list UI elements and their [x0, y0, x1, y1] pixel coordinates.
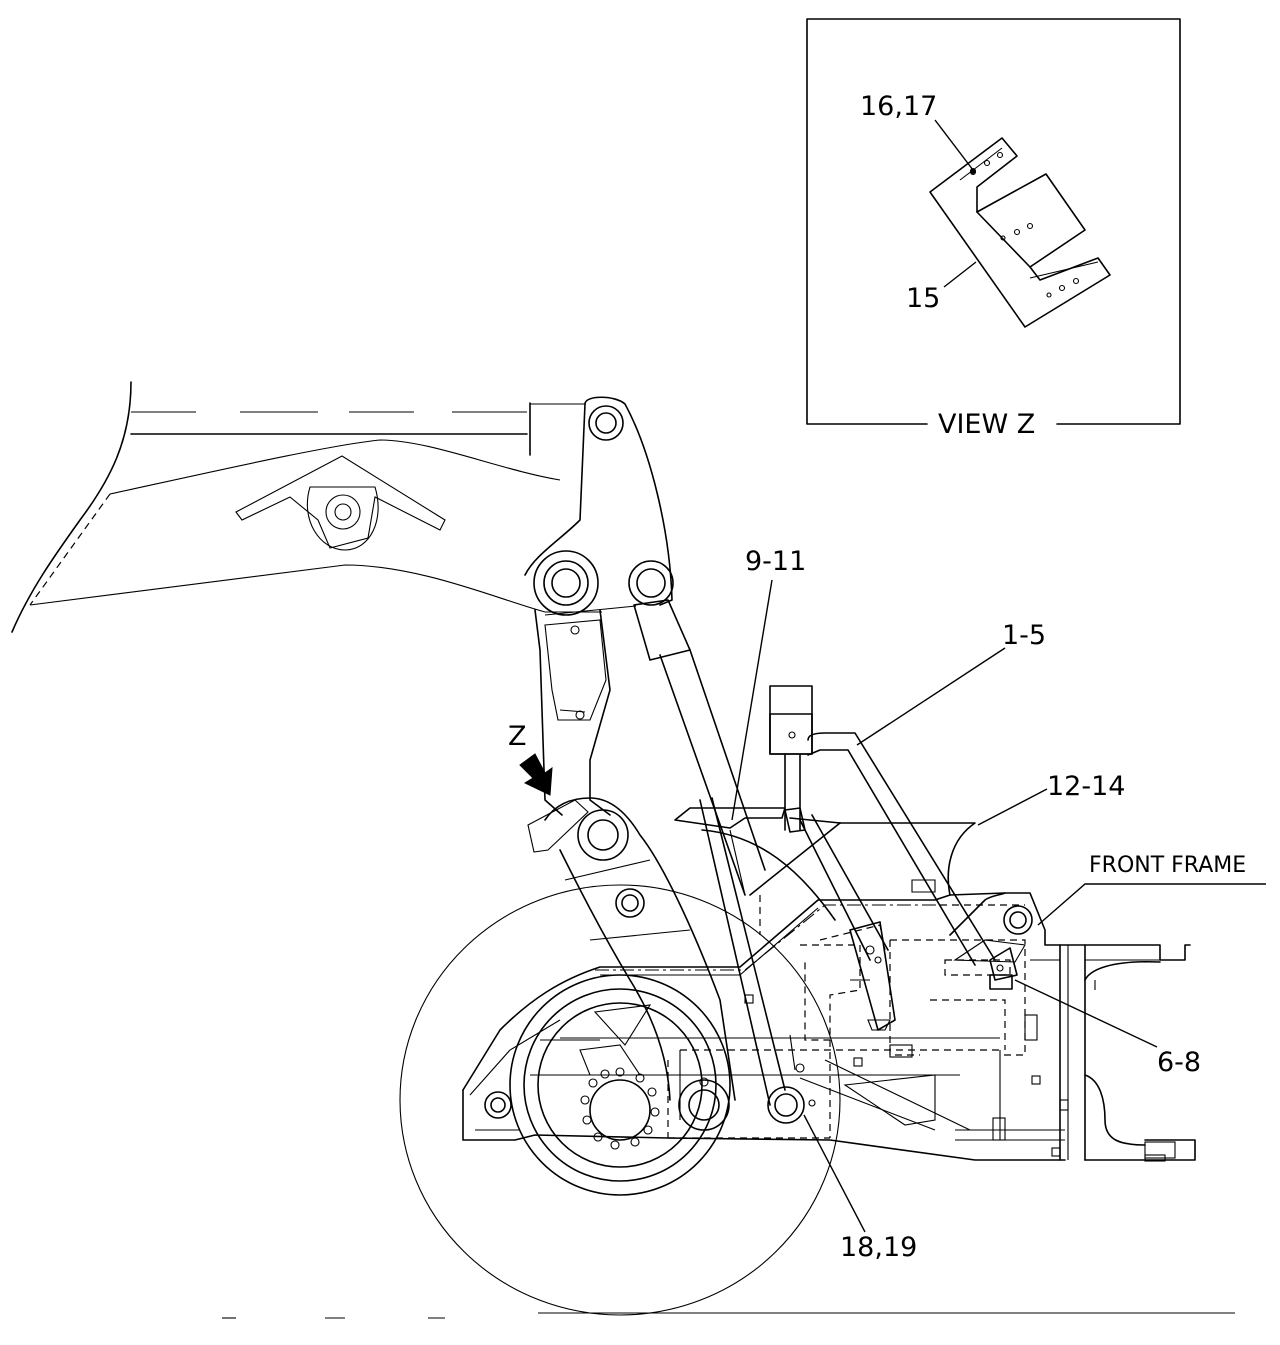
z-arrow-label: Z: [508, 721, 527, 752]
view-z-title: VIEW Z: [938, 409, 1035, 440]
view-z-inset: VIEW Z 16,17 15: [806, 18, 1181, 440]
callout-15: 15: [906, 283, 940, 314]
callouts: 9-11 1-5 12-14 FRONT FRAME 6-8 18,19: [731, 546, 1266, 1263]
leader-18-19: [803, 1114, 866, 1233]
z-arrow-icon: [519, 753, 553, 796]
leader-16-17: [934, 119, 974, 171]
callout-1-5: 1-5: [1002, 620, 1046, 651]
leader-1-5: [856, 647, 1006, 746]
callout-9-11: 9-11: [745, 546, 806, 577]
leader-15: [943, 261, 977, 288]
callout-12-14: 12-14: [1047, 771, 1125, 802]
z-view-arrow: Z: [508, 721, 553, 796]
lift-arm-lower: [527, 797, 736, 1101]
leader-16-17-dot: [970, 168, 976, 174]
front-frame-body: [462, 685, 1196, 1162]
boom-assembly: [11, 381, 766, 896]
leader-9-11: [731, 579, 773, 821]
leader-front-frame: [1037, 883, 1266, 926]
view-z-frame: [806, 18, 1181, 425]
leader-12-14: [977, 788, 1048, 826]
callout-6-8: 6-8: [1157, 1047, 1201, 1078]
callout-16-17: 16,17: [860, 91, 937, 122]
bracket-plate-part-15: [929, 137, 1111, 328]
callout-18-19: 18,19: [840, 1232, 917, 1263]
callout-front-frame: FRONT FRAME: [1089, 853, 1246, 878]
front-wheel: [399, 884, 841, 1316]
ground-line: [222, 1312, 1235, 1319]
leader-6-8: [1014, 979, 1158, 1048]
